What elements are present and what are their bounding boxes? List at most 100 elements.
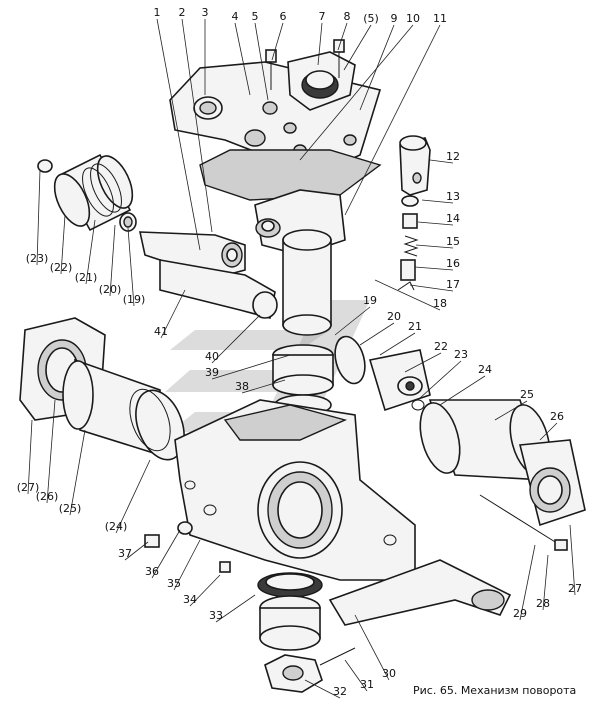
callout-number: (20) <box>99 283 122 296</box>
callout-leader <box>60 214 66 275</box>
callout-leader <box>160 289 186 339</box>
callout-number: 22 <box>434 340 448 353</box>
callout-leader <box>215 594 256 623</box>
callout-number: (5) <box>363 12 379 25</box>
callout-leader <box>354 614 390 681</box>
callout-leader <box>569 524 576 596</box>
callout-leader <box>46 399 56 504</box>
callout-number: 13 <box>446 190 460 203</box>
callout-number: 16 <box>446 257 460 270</box>
callout-leader <box>404 352 442 373</box>
callout-leader <box>414 266 454 271</box>
callout-leader <box>127 227 135 307</box>
callout-leader <box>337 22 348 51</box>
callout-number: 1 <box>154 6 161 19</box>
plunger <box>397 259 416 291</box>
callout-number: 12 <box>446 150 460 163</box>
callout-number: 6 <box>280 10 287 23</box>
callout-leader <box>299 24 414 161</box>
callout-number: 7 <box>319 10 326 23</box>
callout-leader <box>343 24 372 71</box>
valve-seat <box>402 213 418 229</box>
callout-leader <box>334 306 371 336</box>
callout-leader <box>539 422 558 441</box>
callout-leader <box>417 221 454 226</box>
callout-leader <box>124 541 149 561</box>
callout-number: 26 <box>550 410 564 423</box>
callout-number: 33 <box>209 609 223 622</box>
callout-number: (27) <box>17 481 40 494</box>
callout-leader <box>419 360 462 399</box>
callout-leader <box>254 22 269 101</box>
callout-number: (25) <box>59 502 82 515</box>
callout-number: (24) <box>105 520 128 533</box>
callout-number: (19) <box>123 293 146 306</box>
callout-leader <box>156 18 201 251</box>
small-washer <box>401 195 419 207</box>
gasket <box>199 149 382 201</box>
callout-number: (23) <box>26 252 49 265</box>
left-cylinder <box>62 358 185 461</box>
callout-leader <box>173 539 201 591</box>
callout-leader <box>211 354 291 380</box>
banjo-fitting <box>399 135 431 196</box>
steering-arm <box>328 559 512 626</box>
callout-leader <box>344 24 441 216</box>
lower-bearing <box>257 572 323 651</box>
callout-number: 29 <box>513 607 527 620</box>
callout-number: 14 <box>446 212 460 225</box>
callout-number: 23 <box>454 348 468 361</box>
callout-number: 9 <box>391 12 398 25</box>
callout-number: 31 <box>360 678 374 691</box>
pitman-arm-shaft <box>254 189 346 336</box>
right-piston-assembly <box>334 335 551 481</box>
callout-number: 30 <box>382 667 396 680</box>
callout-number: (21) <box>75 271 98 284</box>
callout-leader <box>344 659 368 692</box>
cover <box>287 51 356 111</box>
callout-leader <box>151 529 181 579</box>
callout-leader <box>115 459 151 534</box>
callout-leader <box>36 169 41 266</box>
callout-number: 38 <box>235 380 249 393</box>
callout-leader <box>271 22 284 61</box>
left-bolt <box>144 521 231 573</box>
callout-number: 27 <box>568 582 582 595</box>
callout-number: (26) <box>36 490 59 503</box>
callout-leader <box>27 419 33 495</box>
callout-leader <box>109 224 116 297</box>
callout-leader <box>439 375 486 406</box>
callout-leader <box>494 400 528 421</box>
figure-caption: Рис. 65. Механизм поворота <box>413 684 576 697</box>
callout-leader <box>359 322 395 346</box>
callout-number: 34 <box>183 593 197 606</box>
callout-number: 11 <box>433 12 447 25</box>
callout-leader <box>317 22 323 66</box>
callout-number: 39 <box>205 366 219 379</box>
nut <box>264 647 356 693</box>
callout-leader <box>542 554 549 611</box>
callout-number: 28 <box>536 597 550 610</box>
callout-leader <box>519 544 536 621</box>
callout-number: 19 <box>363 294 377 307</box>
callout-number: 36 <box>145 565 159 578</box>
callout-number: (22) <box>50 261 73 274</box>
callout-leader <box>374 279 441 311</box>
callout-leader <box>409 284 454 292</box>
callout-leader <box>429 159 454 164</box>
callout-number: 41 <box>154 325 168 338</box>
callout-leader <box>379 332 416 356</box>
callout-number: 15 <box>446 235 460 248</box>
spring <box>403 235 419 257</box>
callout-leader <box>69 429 86 516</box>
callout-number: 8 <box>344 10 351 23</box>
callout-number: 3 <box>202 6 209 19</box>
callout-leader <box>421 199 454 204</box>
callout-number: 37 <box>118 547 132 560</box>
callout-leader <box>241 379 286 394</box>
left-piston-assembly <box>37 153 137 232</box>
callout-leader <box>189 574 221 607</box>
callout-leader <box>211 314 261 364</box>
